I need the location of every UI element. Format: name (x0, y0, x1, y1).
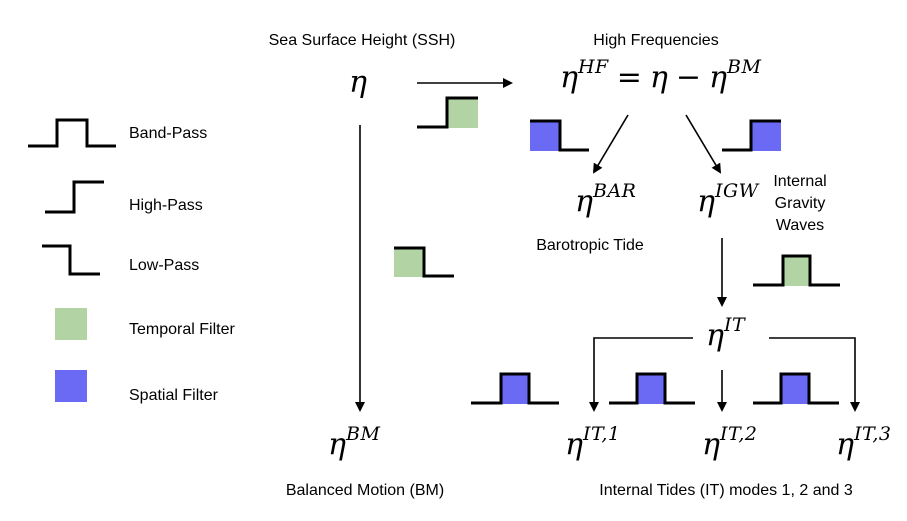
legend-low-pass-label: Low-Pass (129, 257, 200, 274)
legend-spatial-filter-label: Spatial Filter (129, 387, 218, 404)
igw-label-line2: Gravity (774, 195, 826, 212)
arrow-hf-to-igw (685, 114, 722, 174)
spatial-band-pass-filter-mode1-icon (471, 372, 559, 405)
ssh-label: Sea Surface Height (SSH) (268, 32, 456, 49)
eta-it1-symbol: ηIT,1 (565, 423, 621, 463)
high-frequencies-label: High Frequencies (593, 32, 719, 49)
legend-band-pass-icon (28, 118, 116, 148)
legend-high-pass-label: High-Pass (129, 197, 203, 214)
eta-it3-symbol: ηIT,3 (836, 423, 892, 463)
eta-it2-symbol: ηIT,2 (702, 423, 758, 463)
eta-igw-symbol: ηIGW (697, 180, 759, 220)
temporal-low-pass-filter-icon (394, 246, 454, 278)
legend-spatial-swatch (55, 370, 87, 402)
temporal-band-pass-filter-icon (753, 254, 840, 287)
spatial-band-pass-filter-mode3-icon (753, 372, 839, 405)
legend-band-pass-label: Band-Pass (129, 125, 208, 142)
legend-high-pass-icon (45, 180, 104, 214)
internal-tides-label: Internal Tides (IT) modes 1, 2 and 3 (599, 482, 853, 499)
arrow-it-to-mode3 (769, 337, 860, 412)
spatial-low-pass-filter-icon (530, 119, 589, 152)
arrow-hf-to-bar (592, 114, 629, 174)
legend-low-pass-icon (42, 244, 100, 276)
barotropic-tide-label: Barotropic Tide (536, 237, 644, 254)
eta-it-symbol: ηIT (706, 314, 746, 354)
eta-ssh-symbol: η (349, 65, 367, 100)
hf-equation: ηHF=η−ηBM (560, 56, 762, 96)
temporal-high-pass-filter-icon (417, 96, 478, 129)
igw-label-line1: Internal (773, 173, 827, 190)
balanced-motion-label: Balanced Motion (BM) (285, 482, 445, 499)
arrow-it-to-mode1 (589, 337, 693, 412)
eta-bar-symbol: ηBAR (575, 180, 637, 220)
spatial-band-pass-filter-mode2-icon (609, 372, 695, 405)
legend-temporal-filter-label: Temporal Filter (129, 321, 235, 338)
eta-bm-symbol: ηBM (328, 423, 381, 463)
legend-temporal-swatch (55, 308, 87, 340)
igw-label-line3: Waves (775, 217, 825, 234)
spatial-high-pass-filter-icon (722, 119, 781, 152)
